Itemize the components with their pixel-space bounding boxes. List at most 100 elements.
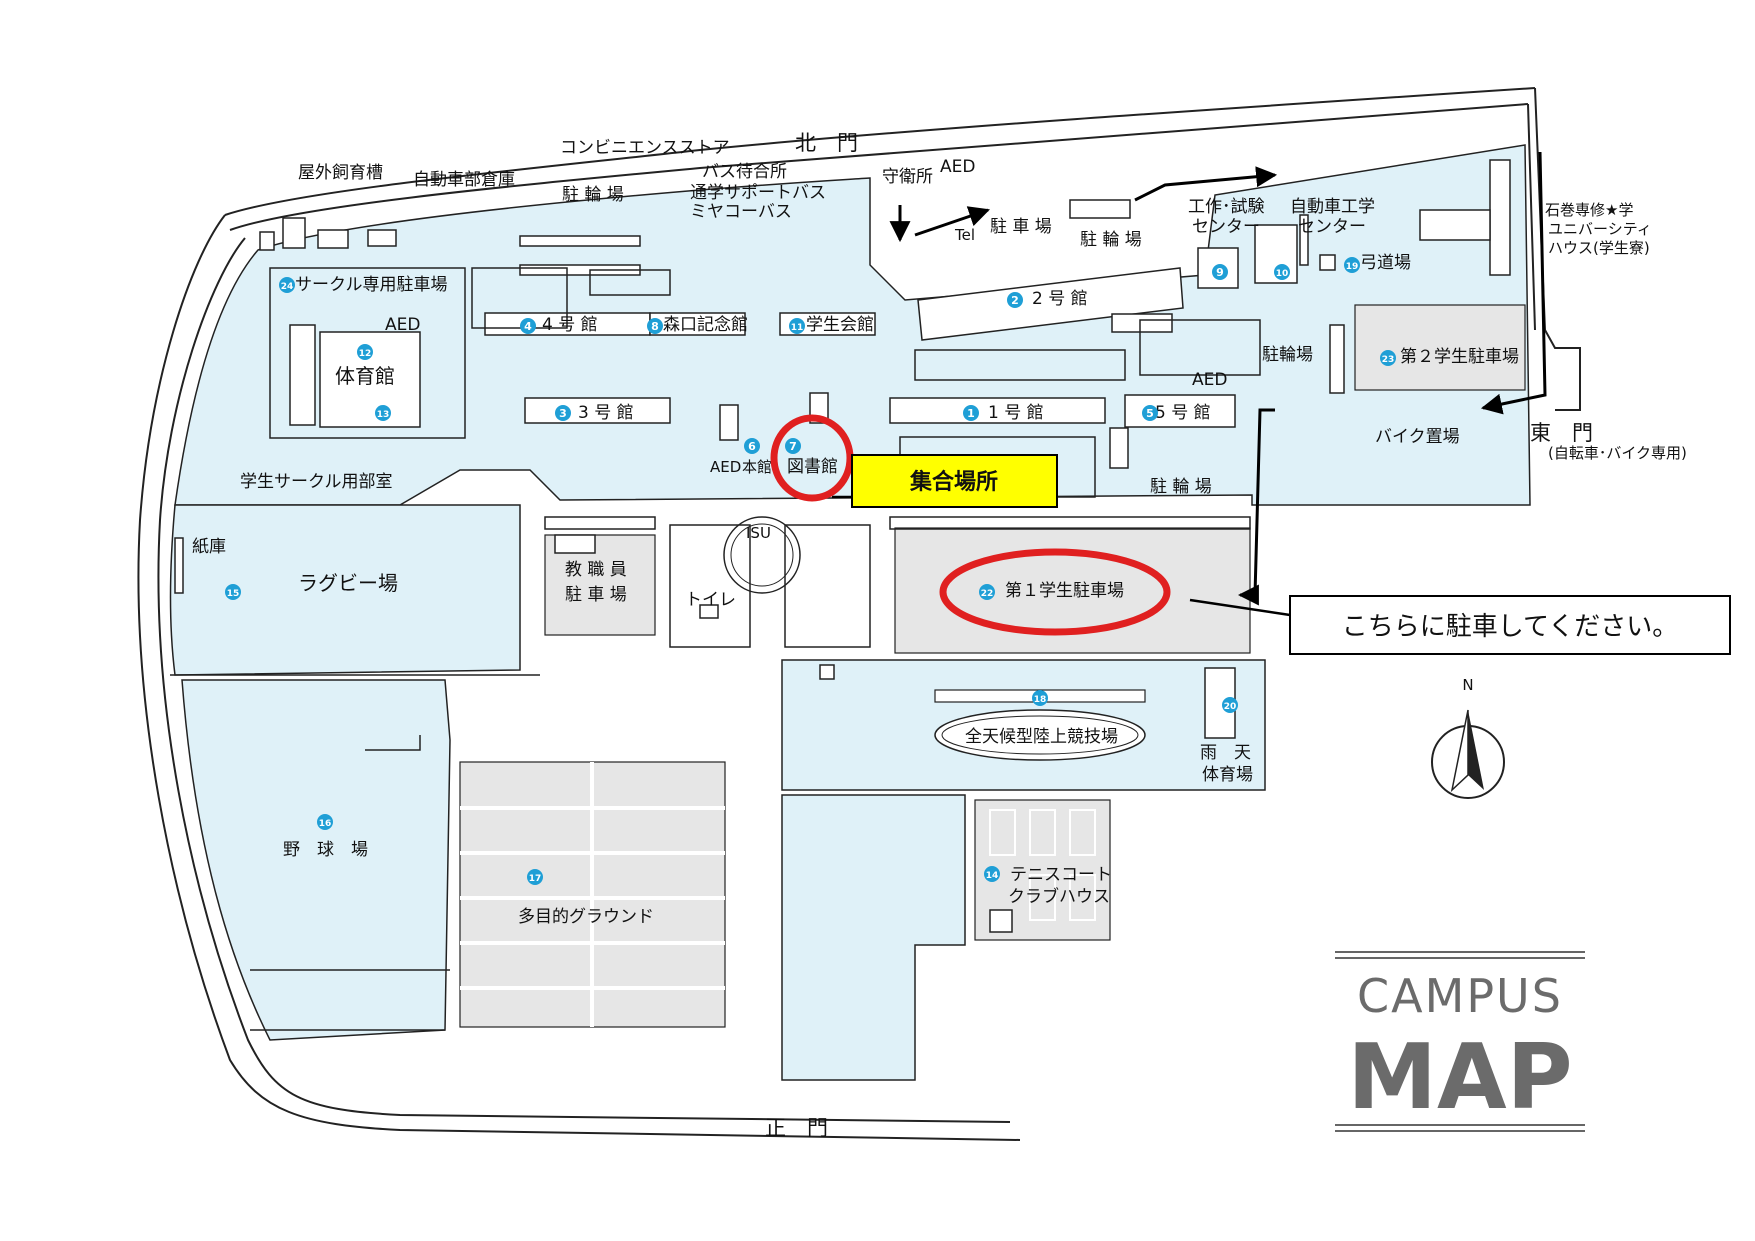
dorm-label-3: ハウス(学生寮): [1548, 239, 1650, 257]
map-labels: 北 門 正 門 東 門 (自転車･バイク専用) 屋外飼育槽 自動車部倉庫 駐 輪…: [192, 131, 1687, 1140]
buildings: [174, 159, 1511, 933]
svg-text:24: 24: [281, 282, 294, 292]
badge-12: 12: [357, 344, 373, 360]
svg-text:16: 16: [319, 819, 332, 829]
traffic-arrows: [889, 151, 1547, 606]
aed-main-label: AED: [710, 458, 741, 476]
svg-text:19: 19: [1346, 262, 1359, 272]
archery-label: 弓道場: [1360, 253, 1411, 273]
dorm-label-2: ユニバーシティ: [1548, 220, 1652, 238]
badge-15: 15: [225, 584, 241, 600]
badge-2: 2: [1007, 292, 1023, 308]
bike-parking-north-label: 駐 輪 場: [1080, 230, 1142, 250]
svg-text:22: 22: [981, 589, 994, 599]
parking-north-label: 駐 車 場: [990, 217, 1052, 237]
faculty-parking-label-2: 駐 車 場: [565, 585, 627, 605]
student-parking-1-label: 第１学生駐車場: [1005, 581, 1124, 601]
aed-gate-label: AED: [940, 157, 975, 177]
svg-text:9: 9: [1216, 266, 1224, 279]
svg-text:8: 8: [651, 320, 659, 333]
svg-text:10: 10: [1276, 269, 1289, 279]
svg-text:4: 4: [524, 320, 532, 333]
meeting-point-label: 集合場所: [909, 469, 998, 495]
svg-text:7: 7: [789, 440, 797, 453]
auto-eng-center-label-1: 自動車工学: [1290, 197, 1375, 217]
dorm-label-1: 石巻専修★学: [1545, 201, 1633, 219]
badge-6: 6: [744, 438, 760, 454]
badge-10: 10: [1274, 264, 1290, 280]
svg-text:5: 5: [1146, 407, 1154, 420]
compass-north-label: N: [1462, 676, 1473, 694]
tel-label: Tel: [954, 226, 975, 244]
tennis-courts: [989, 809, 1096, 921]
faculty-parking-label-1: 教 職 員: [565, 560, 627, 580]
paper-storage-label: 紙庫: [192, 537, 226, 557]
car-club-storage-label: 自動車部倉庫: [413, 170, 515, 190]
student-hall-label: 学生会館: [806, 315, 874, 335]
bike-parking-se-label: 駐 輪 場: [1150, 477, 1212, 497]
indoor-gym-label-1: 雨 天: [1200, 743, 1251, 763]
svg-text:20: 20: [1224, 702, 1237, 712]
bike-shelter-label: バイク置場: [1375, 427, 1460, 447]
title-campus: CAMPUS: [1357, 969, 1563, 1023]
badge-9: 9: [1212, 264, 1228, 280]
rugby-label: ラグビー場: [298, 571, 398, 595]
campus-map-title: CAMPUS MAP: [1335, 951, 1585, 1132]
badge-13: 13: [375, 405, 391, 421]
badge-11: 11: [789, 318, 805, 334]
tennis-label-1: テニスコート: [1010, 865, 1112, 885]
bldg1-building: [889, 397, 1106, 424]
badge-22: 22: [979, 584, 995, 600]
aed-bldg5-label: AED: [1192, 370, 1227, 390]
bldg5-label: 5 号 館: [1155, 403, 1211, 423]
badge-3: 3: [555, 405, 571, 421]
track-label: 全天候型陸上競技場: [965, 727, 1118, 747]
svg-text:15: 15: [227, 589, 240, 599]
multi-ground-grid: [460, 762, 725, 1027]
circle-parking-label: サークル専用駐車場: [295, 275, 448, 295]
east-gate-label: 東 門: [1530, 421, 1593, 445]
aed-gym-label: AED: [385, 315, 420, 335]
moriguchi-hall-label: 森口記念館: [663, 314, 748, 335]
guard-house-label: 守衛所: [882, 167, 933, 187]
parking-highlight-circle: [939, 548, 1171, 636]
title-map: MAP: [1347, 1025, 1572, 1130]
east-gate-note: (自転車･バイク専用): [1548, 444, 1687, 462]
svg-text:18: 18: [1034, 695, 1047, 705]
indoor-gym-label-2: 体育場: [1202, 765, 1253, 785]
club-rooms-label: 学生サークル用部室: [240, 472, 393, 492]
bike-parking-nw-label: 駐 輪 場: [562, 185, 624, 205]
bldg1-label: 1 号 館: [988, 403, 1044, 423]
library-label: 図書館: [787, 457, 838, 477]
bike-parking-east-label: 駐輪場: [1262, 345, 1313, 365]
bldg2-label: 2 号 館: [1032, 289, 1088, 309]
main-building-label: 本館: [742, 458, 772, 476]
badge-19: 19: [1344, 257, 1360, 273]
badge-17: 17: [527, 869, 543, 885]
workshop-center-label-2: センター: [1192, 217, 1260, 237]
svg-text:17: 17: [529, 874, 542, 884]
bus-stop-label: バス待合所: [702, 162, 787, 182]
tennis-label-2: クラブハウス: [1008, 886, 1110, 907]
badge-7: 7: [785, 438, 801, 454]
badge-24: 24: [279, 277, 295, 293]
badge-1: 1: [963, 405, 979, 421]
multi-ground-label: 多目的グラウンド: [518, 907, 654, 927]
meeting-point-callout: 集合場所: [851, 454, 1058, 508]
parking-instruction-label: こちらに駐車してください。: [1342, 612, 1678, 642]
student-parking-2-label: 第２学生駐車場: [1400, 347, 1519, 367]
badge-14: 14: [984, 866, 1000, 882]
bldg2-building: [917, 267, 1184, 341]
gym-label: 体育館: [335, 364, 395, 388]
badge-23: 23: [1380, 350, 1396, 366]
isu-emblem: ISU: [723, 516, 801, 594]
library-highlight-circle: [770, 414, 854, 502]
toilet-label: トイレ: [685, 590, 736, 610]
svg-text:12: 12: [359, 349, 372, 359]
badge-20: 20: [1222, 697, 1238, 713]
svg-text:14: 14: [986, 871, 999, 881]
inner-paths: [170, 267, 1261, 1031]
bldg4-label: 4 号 館: [542, 315, 598, 335]
baseball-label: 野 球 場: [283, 840, 368, 860]
